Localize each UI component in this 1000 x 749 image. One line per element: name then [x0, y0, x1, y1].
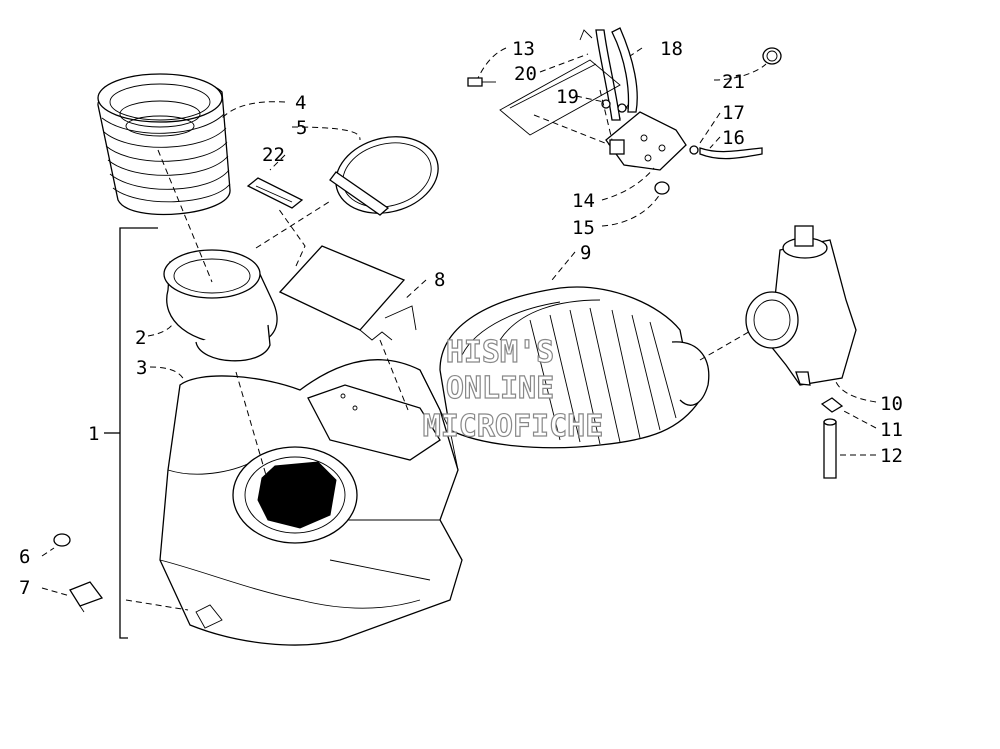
label-19: 19	[556, 86, 579, 108]
label-18: 18	[660, 38, 683, 60]
mounting-plate-part	[499, 59, 621, 136]
screw-part	[467, 77, 496, 87]
label-8: 8	[434, 269, 445, 291]
carburetor-part	[745, 225, 857, 386]
fuel-tank-part	[159, 358, 463, 646]
intake-adaptor-part	[163, 249, 278, 362]
hose-clamp-part	[762, 47, 782, 65]
fitting-part	[601, 99, 627, 113]
label-22: 22	[262, 144, 285, 166]
label-2: 2	[135, 327, 146, 349]
label-9: 9	[580, 242, 591, 264]
label-5: 5	[296, 117, 307, 139]
watermark: HISM'S ONLINE MICROFICHE	[422, 334, 604, 444]
label-11: 11	[880, 419, 903, 441]
label-13: 13	[512, 38, 535, 60]
clamp-ring-part	[329, 136, 439, 216]
watermark-line-1: HISM'S	[446, 335, 554, 370]
watermark-line-2: ONLINE	[446, 371, 554, 406]
nut-part	[654, 181, 670, 195]
part-labels: 1 2 3 4 5 6 7 8 9 10 11 12 13 14 15 16 1…	[19, 38, 903, 599]
gasket-strip-part	[246, 177, 304, 209]
drain-tube-part	[823, 418, 837, 479]
watermark-line-3: MICROFICHE	[423, 409, 604, 444]
label-7: 7	[19, 577, 30, 599]
label-15: 15	[572, 217, 595, 239]
cap-part	[53, 533, 71, 547]
label-20: 20	[514, 63, 537, 85]
leader-lines	[41, 47, 877, 611]
bracket-part	[69, 581, 104, 613]
plate-part	[278, 245, 417, 341]
label-6: 6	[19, 546, 30, 568]
label-1: 1	[88, 423, 99, 445]
assembly-bracket	[104, 227, 158, 639]
clip-part	[820, 397, 844, 413]
bellows-boot-part	[97, 73, 231, 216]
label-10: 10	[880, 393, 903, 415]
label-21: 21	[722, 71, 745, 93]
label-12: 12	[880, 445, 903, 467]
label-16: 16	[722, 127, 745, 149]
label-4: 4	[295, 92, 306, 114]
air-duct-part	[439, 286, 710, 449]
label-3: 3	[136, 357, 147, 379]
label-17: 17	[722, 102, 745, 124]
label-14: 14	[572, 190, 595, 212]
vent-hose-part	[689, 145, 763, 160]
